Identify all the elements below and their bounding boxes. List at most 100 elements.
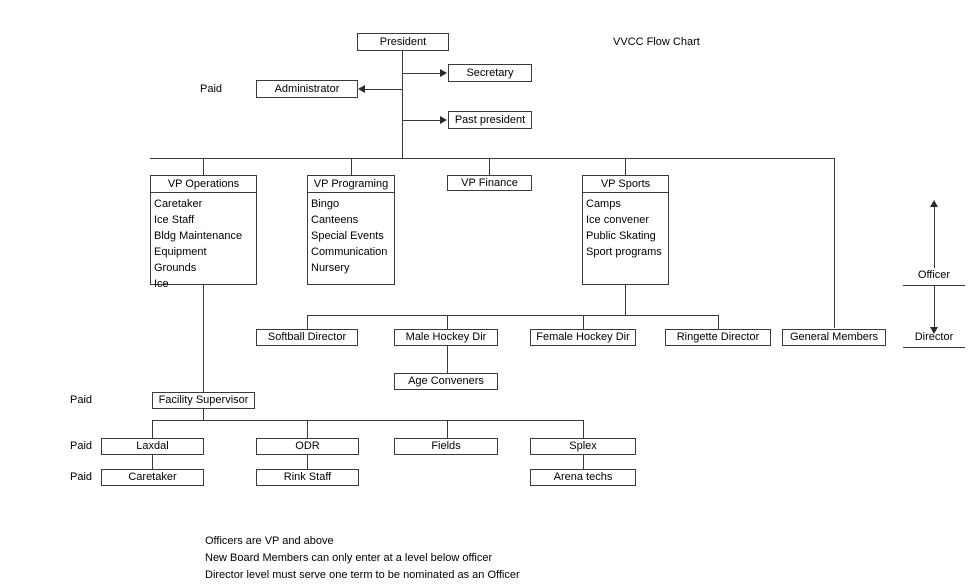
arrow-left-administrator-icon: [358, 85, 365, 93]
chart-title: VVCC Flow Chart: [613, 36, 700, 48]
box-vp-operations-header: VP Operations: [167, 177, 240, 190]
box-odr[interactable]: ODR: [256, 438, 359, 455]
box-vp-operations[interactable]: VP Operations Caretaker Ice Staff Bldg M…: [150, 175, 257, 290]
note-line-1: Officers are VP and above: [205, 535, 334, 547]
box-president[interactable]: President: [357, 33, 449, 51]
arrow-right-secretary-icon: [440, 69, 447, 77]
box-general-members-label: General Members: [789, 331, 879, 343]
list-item: Public Skating: [586, 230, 656, 242]
box-caretaker[interactable]: Caretaker: [101, 469, 204, 486]
list-item: Bingo: [311, 198, 340, 210]
scale-label-officer: Officer: [917, 269, 951, 281]
box-arena-techs-label: Arena techs: [553, 471, 613, 483]
connector-officer-scale-up: [934, 205, 935, 268]
box-fields-label: Fields: [431, 440, 461, 452]
paid-label-staff: Paid: [70, 471, 93, 483]
connector-vp-operations-to-facility: [203, 285, 204, 392]
paid-label-administrator: Paid: [200, 83, 223, 95]
list-item: Ice convener: [586, 214, 649, 226]
connector-vp-bus: [150, 158, 835, 159]
connector-bus-to-splex: [583, 420, 584, 438]
box-splex-label: Splex: [569, 440, 597, 452]
list-item: Bldg Maintenance: [154, 230, 243, 242]
divider: [583, 192, 668, 193]
box-rink-staff[interactable]: Rink Staff: [256, 469, 359, 486]
box-vp-programing-items: Bingo Canteens Special Events Communicat…: [308, 193, 394, 276]
connector-facility-supervisor-stem: [203, 409, 204, 420]
box-secretary-label: Secretary: [466, 66, 514, 79]
box-president-label: President: [379, 35, 427, 48]
list-item: Ice Staff: [154, 214, 195, 226]
connector-splex-to-arena-techs: [583, 455, 584, 469]
connector-bus-to-softball-director: [307, 315, 308, 329]
list-item: Special Events: [311, 230, 384, 242]
note-line-3: Director level must serve one term to be…: [205, 569, 520, 581]
connector-vp-sports-to-director-bus: [625, 285, 626, 315]
box-vp-operations-items: Caretaker Ice Staff Bldg Maintenance Equ…: [151, 193, 256, 292]
list-item: Canteens: [311, 214, 359, 226]
box-odr-label: ODR: [295, 440, 320, 452]
paid-label-sites: Paid: [70, 440, 93, 452]
box-ringette-director[interactable]: Ringette Director: [665, 329, 771, 346]
box-caretaker-label: Caretaker: [128, 471, 177, 483]
box-administrator[interactable]: Administrator: [256, 80, 358, 98]
list-item: Equipment: [154, 246, 207, 258]
list-item: Ice: [154, 278, 169, 290]
box-male-hockey-dir[interactable]: Male Hockey Dir: [394, 329, 498, 346]
arrow-right-past-president-icon: [440, 116, 447, 124]
connector-bus-to-male-hockey-dir: [447, 315, 448, 329]
arrow-up-officer-icon: [930, 200, 938, 207]
box-fields[interactable]: Fields: [394, 438, 498, 455]
box-vp-sports[interactable]: VP Sports Camps Ice convener Public Skat…: [582, 175, 669, 285]
connector-bus-to-ringette-director: [718, 315, 719, 329]
connector-officer-scale-down: [934, 285, 935, 327]
box-laxdal-label: Laxdal: [136, 440, 169, 452]
connector-male-hockey-to-age-conveners: [447, 346, 448, 373]
connector-president-stem: [402, 51, 403, 158]
box-ringette-director-label: Ringette Director: [676, 331, 760, 343]
connector-bus-to-vp-programing: [351, 158, 352, 175]
connector-bus-to-vp-sports: [625, 158, 626, 175]
connector-facility-bus: [152, 420, 583, 421]
list-item: Caretaker: [154, 198, 203, 210]
box-facility-supervisor[interactable]: Facility Supervisor: [152, 392, 255, 409]
divider: [151, 192, 256, 193]
note-line-2: New Board Members can only enter at a le…: [205, 552, 493, 564]
connector-bus-to-laxdal: [152, 420, 153, 438]
paid-label-facility-supervisor: Paid: [70, 394, 93, 406]
box-vp-finance-label: VP Finance: [461, 176, 518, 189]
box-vp-sports-header: VP Sports: [600, 177, 651, 190]
divider: [308, 192, 394, 193]
list-item: Nursery: [311, 262, 350, 274]
box-male-hockey-dir-label: Male Hockey Dir: [405, 331, 487, 343]
box-female-hockey-dir[interactable]: Female Hockey Dir: [530, 329, 636, 346]
divider-director-scale: [903, 347, 965, 348]
box-softball-director-label: Softball Director: [267, 331, 347, 343]
box-secretary[interactable]: Secretary: [448, 64, 532, 82]
box-vp-programing[interactable]: VP Programing Bingo Canteens Special Eve…: [307, 175, 395, 285]
connector-president-to-past-president: [402, 120, 440, 121]
box-past-president[interactable]: Past president: [448, 111, 532, 129]
box-rink-staff-label: Rink Staff: [283, 471, 332, 483]
box-female-hockey-dir-label: Female Hockey Dir: [536, 331, 630, 343]
box-age-conveners[interactable]: Age Conveners: [394, 373, 498, 390]
connector-bus-to-vp-finance: [489, 158, 490, 175]
box-softball-director[interactable]: Softball Director: [256, 329, 358, 346]
box-arena-techs[interactable]: Arena techs: [530, 469, 636, 486]
box-vp-finance[interactable]: VP Finance: [447, 175, 532, 191]
list-item: Communication: [311, 246, 388, 258]
box-splex[interactable]: Splex: [530, 438, 636, 455]
box-administrator-label: Administrator: [274, 82, 340, 95]
connector-laxdal-to-caretaker: [152, 455, 153, 469]
box-laxdal[interactable]: Laxdal: [101, 438, 204, 455]
box-vp-programing-header: VP Programing: [313, 177, 389, 190]
box-past-president-label: Past president: [454, 113, 526, 126]
box-facility-supervisor-label: Facility Supervisor: [158, 394, 249, 406]
arrow-down-director-icon: [930, 327, 938, 334]
connector-bus-to-odr: [307, 420, 308, 438]
connector-president-to-administrator: [365, 89, 402, 90]
connector-odr-to-rink-staff: [307, 455, 308, 469]
box-general-members[interactable]: General Members: [782, 329, 886, 346]
scale-label-director: Director: [914, 331, 954, 343]
